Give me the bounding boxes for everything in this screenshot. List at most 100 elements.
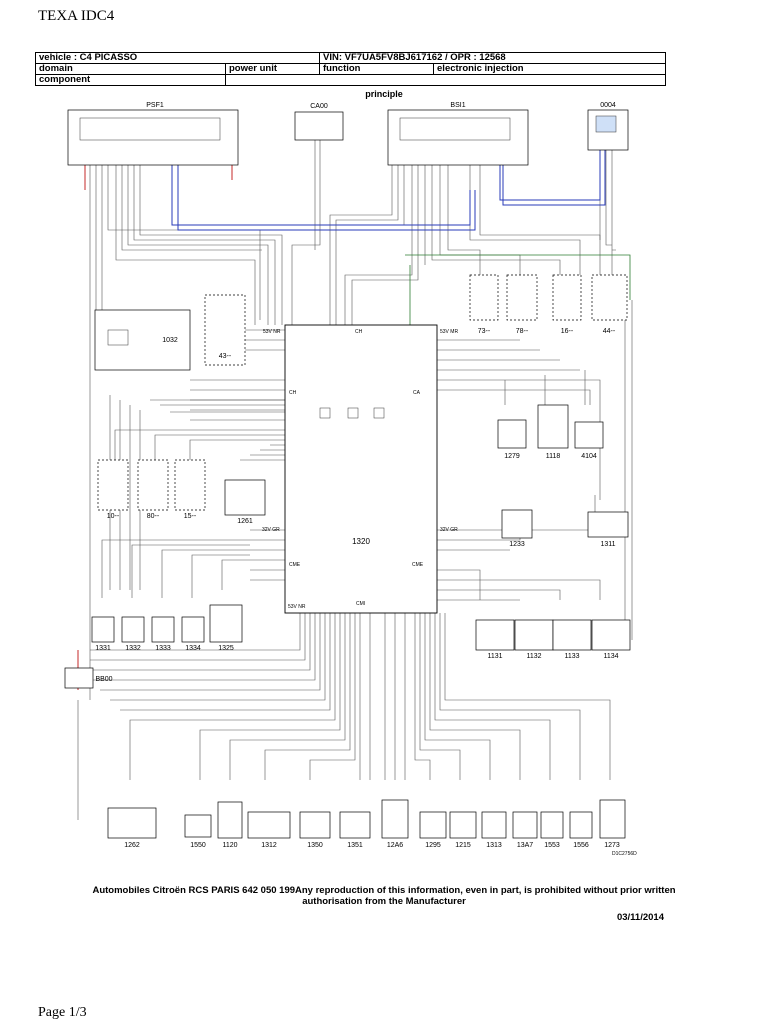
component-value [224, 74, 667, 86]
label-78: 78-- [516, 328, 529, 335]
component-1550 [184, 814, 212, 838]
component-1233 [501, 509, 533, 539]
label-1233: 1233 [509, 541, 525, 548]
component-1312 [247, 811, 291, 839]
component-1133 [552, 619, 592, 651]
component-1350 [299, 811, 331, 839]
label-1325: 1325 [218, 645, 234, 652]
diagram-title: principle [365, 89, 403, 99]
ecu-connector-left-mid: 32V GR [262, 527, 280, 533]
component-73 [469, 274, 499, 321]
component-label: component [35, 74, 226, 86]
label-13a7: 13A7 [517, 842, 533, 849]
label-4104: 4104 [581, 453, 597, 460]
component-1279 [497, 419, 527, 449]
component-ca00 [294, 111, 344, 141]
ecu-connector-top: 53V NR [263, 329, 281, 335]
label-1032: 1032 [162, 337, 178, 344]
ecu-connector-right-mid: 32V GR [440, 527, 458, 533]
ecu-port-ca: CA [413, 390, 421, 396]
label-1331: 1331 [95, 645, 111, 652]
component-1334 [181, 616, 205, 643]
label-1312: 1312 [261, 842, 277, 849]
label-1279: 1279 [504, 453, 520, 460]
component-1118 [537, 404, 569, 449]
component-43 [204, 294, 246, 366]
component-1331 [91, 616, 115, 643]
ecu-port-cme-right: CME [412, 562, 424, 568]
label-1556: 1556 [573, 842, 589, 849]
component-1553 [540, 811, 564, 839]
label-1311: 1311 [600, 541, 615, 548]
label-1273: 1273 [604, 842, 620, 849]
component-1332 [121, 616, 145, 643]
label-73: 73-- [478, 328, 491, 335]
component-1032 [94, 309, 191, 371]
component-78 [506, 274, 538, 321]
component-1333 [151, 616, 175, 643]
component-1262 [107, 807, 157, 839]
component-1132 [514, 619, 554, 651]
label-1132: 1132 [526, 653, 541, 660]
ecu-connector-bottom: 53V NR [288, 604, 306, 610]
component-1311 [587, 511, 629, 538]
label-1313: 1313 [486, 842, 502, 849]
page-number: Page 1/3 [38, 1005, 87, 1020]
component-10 [97, 459, 129, 511]
component-13a7 [512, 811, 538, 839]
component-1134 [591, 619, 631, 651]
component-1313 [481, 811, 507, 839]
vehicle-info-table: vehicle : C4 PICASSO VIN: VF7UA5FV8BJ617… [34, 52, 667, 86]
label-80: 80-- [147, 513, 160, 520]
label-psf1: PSF1 [146, 102, 164, 109]
app-title: TEXA IDC4 [38, 8, 115, 24]
label-0004: 0004 [600, 102, 616, 109]
component-psf1 [67, 109, 239, 166]
label-1320: 1320 [352, 537, 370, 546]
label-44: 44-- [603, 328, 616, 335]
component-80 [137, 459, 169, 511]
component-1261 [224, 479, 266, 516]
legal-line-1: Automobiles Citroën RCS PARIS 642 050 19… [92, 885, 676, 896]
component-1120 [217, 801, 243, 839]
label-bb00: BB00 [95, 676, 112, 683]
label-1131: 1131 [487, 653, 502, 660]
legal-line-2: authorisation from the Manufacturer [302, 896, 466, 907]
label-1262: 1262 [124, 842, 140, 849]
label-1295: 1295 [425, 842, 441, 849]
label-1334: 1334 [185, 645, 201, 652]
document-date: 03/11/2014 [616, 912, 664, 923]
label-16: 16-- [561, 328, 574, 335]
label-43: 43-- [219, 353, 232, 360]
label-1120: 1120 [222, 842, 237, 849]
legal-notice: Automobiles Citroën RCS PARIS 642 050 19… [40, 885, 728, 907]
label-1118: 1118 [546, 453, 561, 460]
component-15 [174, 459, 206, 511]
component-bsi1 [387, 109, 529, 166]
label-1333: 1333 [155, 645, 171, 652]
label-1351: 1351 [347, 842, 363, 849]
label-1332: 1332 [125, 645, 141, 652]
ecu-port-ch-left: CH [289, 390, 297, 396]
figure-code: D1C2756D [612, 851, 637, 857]
label-15: 15-- [184, 513, 197, 520]
component-4104 [574, 421, 604, 449]
component-1325 [209, 604, 243, 643]
component-16 [552, 274, 582, 321]
label-1134: 1134 [603, 653, 618, 660]
component-1131 [475, 619, 515, 651]
component-1556 [569, 811, 593, 839]
component-12a6 [381, 799, 409, 839]
label-1553: 1553 [544, 842, 560, 849]
component-bb00 [64, 667, 94, 689]
label-1550: 1550 [190, 842, 206, 849]
component-1215 [449, 811, 477, 839]
label-ca00: CA00 [310, 103, 328, 110]
ecu-port-ch-top: CH [355, 329, 363, 335]
ecu-1320 [284, 324, 438, 614]
label-1261: 1261 [237, 518, 253, 525]
label-1215: 1215 [455, 842, 471, 849]
ecu-port-cme-left: CME [289, 562, 301, 568]
ecu-connector-right-top: 53V MR [440, 329, 458, 335]
